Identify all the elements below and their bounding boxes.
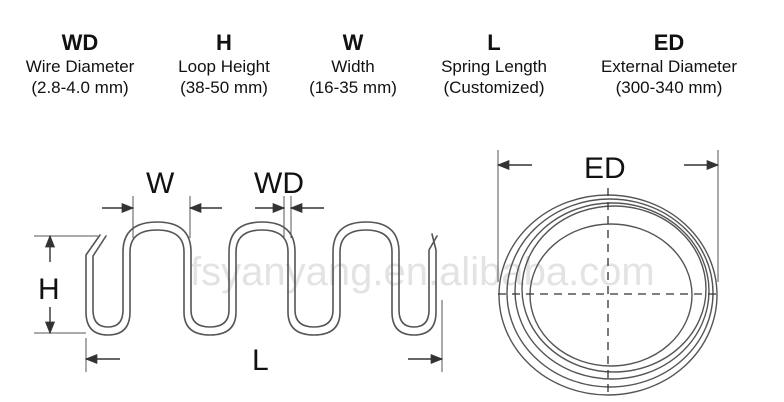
- coil-ring: [506, 198, 714, 388]
- spec-code: W: [342, 30, 364, 55]
- zigzag-spring-outer: [85, 229, 437, 336]
- spec-range: (16-35 mm): [309, 78, 397, 97]
- coil-rings: [498, 194, 718, 396]
- watermark-text: fsyanyang.en.alibaba.com: [190, 250, 655, 294]
- spec-code: H: [216, 30, 232, 55]
- spec-range: (2.8-4.0 mm): [31, 78, 129, 97]
- label-l: L: [252, 344, 269, 377]
- label-h: H: [38, 273, 60, 306]
- spec-range: (38-50 mm): [180, 78, 268, 97]
- spec-wire-diameter: WD Wire Diameter (2.8-4.0 mm): [26, 30, 135, 98]
- spec-row: WD Wire Diameter (2.8-4.0 mm) H Loop Hei…: [0, 30, 784, 110]
- zigzag-spring-inner: [92, 221, 438, 328]
- spec-name: Loop Height: [178, 57, 270, 76]
- spec-name: Spring Length: [441, 57, 547, 76]
- spec-name: Wire Diameter: [25, 57, 135, 76]
- label-w: W: [146, 167, 175, 200]
- coil-ring: [498, 194, 718, 396]
- label-ed: ED: [584, 152, 626, 185]
- coil-ring: [514, 202, 710, 380]
- coil-ring: [521, 205, 707, 373]
- spec-spring-length: L Spring Length (Customized): [441, 30, 547, 98]
- spec-name: External Diameter: [600, 57, 738, 76]
- spec-code: L: [487, 30, 501, 55]
- spec-loop-height: H Loop Height (38-50 mm): [178, 30, 270, 98]
- spec-code: WD: [61, 30, 99, 55]
- spec-external-diameter: ED External Diameter (300-340 mm): [601, 30, 737, 98]
- coil-ring-inner: [529, 223, 693, 367]
- spec-code: ED: [653, 30, 685, 55]
- spec-range: (300-340 mm): [615, 78, 723, 97]
- label-wd: WD: [254, 167, 304, 200]
- spec-width: W Width (16-35 mm): [309, 30, 397, 98]
- spec-name: Width: [331, 57, 375, 76]
- spec-range: (Customized): [443, 78, 545, 97]
